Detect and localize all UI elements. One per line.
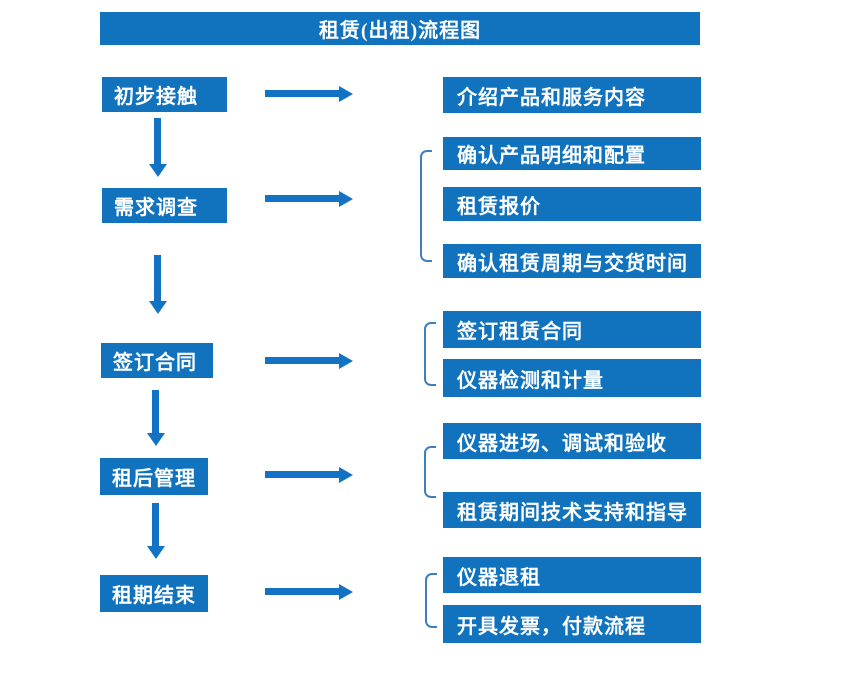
down-arrow-3	[146, 390, 165, 446]
right-arrow-shaft	[265, 195, 339, 202]
down-arrow-2	[148, 255, 167, 314]
right-arrow-shaft	[265, 90, 339, 97]
group-bracket-2	[420, 150, 432, 262]
down-arrow-head-icon	[148, 164, 167, 177]
detail-box-technical-support: 租赁期间技术支持和指导	[443, 492, 701, 528]
right-arrow-head-icon	[339, 190, 353, 207]
detail-box-confirm-product-config: 确认产品明细和配置	[443, 137, 701, 170]
down-arrow-shaft	[154, 118, 161, 164]
down-arrow-head-icon	[146, 546, 165, 559]
right-arrow-head-icon	[339, 85, 353, 102]
right-arrow-1	[265, 85, 353, 102]
detail-box-introduce-products: 介绍产品和服务内容	[443, 77, 701, 113]
right-arrow-2	[265, 190, 353, 207]
detail-box-instrument-testing: 仪器检测和计量	[443, 359, 701, 397]
down-arrow-head-icon	[146, 433, 165, 446]
stage-box-demand-survey: 需求调查	[102, 188, 227, 223]
right-arrow-head-icon	[339, 352, 353, 369]
right-arrow-shaft	[265, 588, 339, 595]
detail-box-instrument-return: 仪器退租	[443, 557, 701, 593]
title-bar: 租赁(出租)流程图	[100, 12, 700, 45]
detail-box-instrument-setup-acceptance: 仪器进场、调试和验收	[443, 423, 701, 459]
down-arrow-shaft	[152, 390, 159, 433]
detail-box-confirm-period-delivery: 确认租赁周期与交货时间	[443, 244, 701, 278]
down-arrow-4	[146, 503, 165, 559]
group-bracket-5	[425, 573, 437, 628]
detail-box-sign-rental-contract: 签订租赁合同	[443, 311, 701, 348]
right-arrow-shaft	[265, 357, 339, 364]
detail-box-invoice-payment: 开具发票，付款流程	[443, 605, 701, 643]
stage-box-sign-contract: 签订合同	[101, 343, 213, 378]
page-title: 租赁(出租)流程图	[318, 20, 482, 42]
right-arrow-5	[265, 583, 353, 600]
group-bracket-4	[424, 446, 436, 498]
detail-box-rental-quotation: 租赁报价	[443, 187, 701, 221]
right-arrow-head-icon	[339, 583, 353, 600]
right-arrow-4	[265, 466, 353, 483]
down-arrow-1	[148, 118, 167, 177]
stage-box-initial-contact: 初步接触	[102, 77, 227, 112]
stage-box-post-rental-management: 租后管理	[100, 458, 208, 495]
stage-box-rental-end: 租期结束	[100, 575, 208, 612]
down-arrow-head-icon	[148, 301, 167, 314]
down-arrow-shaft	[154, 255, 161, 301]
right-arrow-shaft	[265, 471, 339, 478]
right-arrow-head-icon	[339, 466, 353, 483]
down-arrow-shaft	[152, 503, 159, 546]
right-arrow-3	[265, 352, 353, 369]
group-bracket-3	[424, 322, 436, 386]
